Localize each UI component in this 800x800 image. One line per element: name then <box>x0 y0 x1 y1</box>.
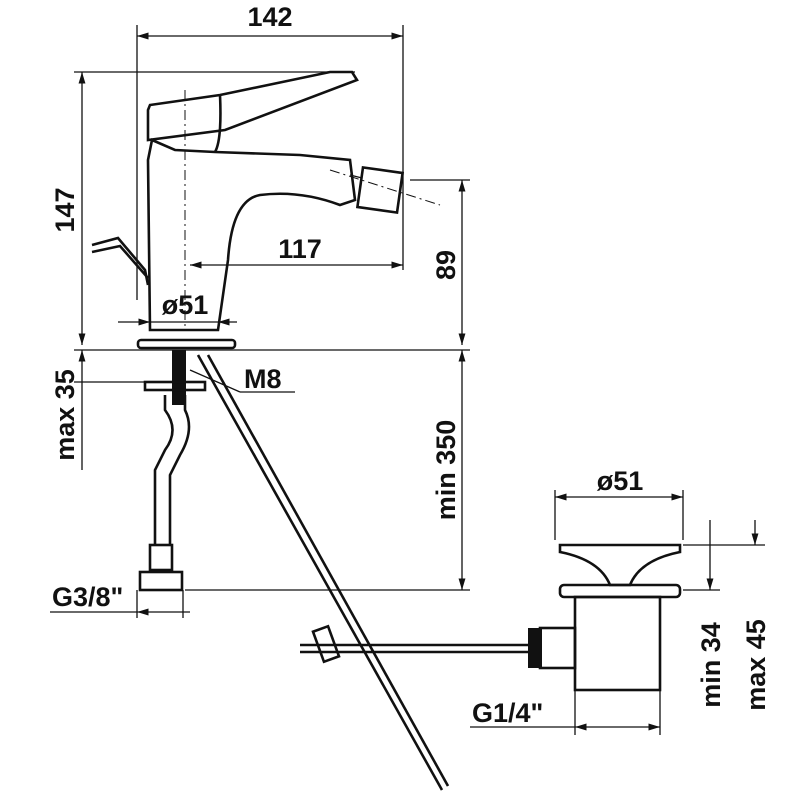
thread-callout-m8: M8 <box>189 364 295 394</box>
dimension-g14: G1/4" <box>470 690 661 735</box>
dim-label-min350: min 350 <box>431 420 461 521</box>
dim-label-m8: M8 <box>244 364 282 394</box>
dimension-117: 117 <box>190 234 403 269</box>
waste-assembly: ø51 <box>528 466 684 692</box>
dim-label-g38: G3/8" <box>52 582 123 612</box>
dim-label-142: 142 <box>247 2 292 32</box>
dim-label-117: 117 <box>278 234 322 264</box>
dimension-g38: G3/8" <box>50 582 190 618</box>
dim-label-base-diameter: ø51 <box>162 290 209 320</box>
dim-label-max35: max 35 <box>50 369 80 461</box>
dim-label-g14: G1/4" <box>472 698 543 728</box>
dim-label-max45: max 45 <box>741 619 771 711</box>
dimension-base-diameter: ø51 <box>118 290 237 326</box>
dimension-142: 142 <box>136 2 404 300</box>
dimension-89: 89 <box>410 179 470 345</box>
dimension-min350: min 350 <box>185 350 470 591</box>
mounting-assembly <box>74 338 470 592</box>
dimension-min34-max45: min 34 max 45 <box>683 520 771 711</box>
pull-rod <box>196 354 540 791</box>
faucet-body <box>91 70 441 332</box>
dimension-147: 147 <box>50 71 355 345</box>
dimension-max35: max 35 <box>50 350 145 470</box>
dim-label-147: 147 <box>50 187 80 232</box>
dim-label-waste-diameter: ø51 <box>597 466 644 496</box>
dim-label-89: 89 <box>431 250 461 280</box>
dim-label-min34: min 34 <box>696 622 726 708</box>
